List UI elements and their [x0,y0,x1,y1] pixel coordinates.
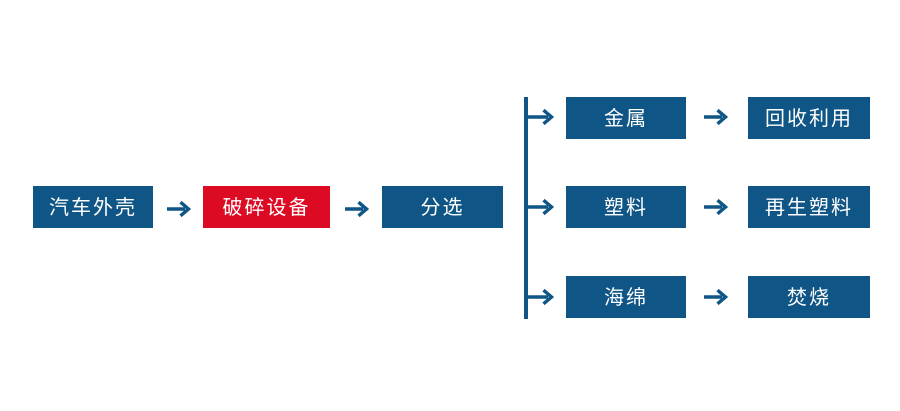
node-crusher-equipment[interactable]: 破碎设备 [203,186,330,228]
node-input-car-shell[interactable]: 汽车外壳 [33,186,153,228]
branch-arrow-right-icon-plastic [527,196,557,218]
branch-arrow-right-icon-metal [527,106,557,128]
branch-trunk-line [524,97,528,319]
node-plastic[interactable]: 塑料 [566,186,686,228]
arrow-right-icon-metal-to-recycle [703,106,731,128]
node-sponge[interactable]: 海绵 [566,276,686,318]
branch-arrow-right-icon-sponge [527,286,557,308]
arrow-right-icon-crusher-to-sorting [344,198,372,220]
node-metal-output-recycle[interactable]: 回收利用 [748,97,870,139]
node-plastic-output-regenerated[interactable]: 再生塑料 [748,186,870,228]
node-metal[interactable]: 金属 [566,97,686,139]
node-sponge-output-incineration[interactable]: 焚烧 [748,276,870,318]
node-sorting[interactable]: 分选 [382,186,503,228]
arrow-right-icon-input-to-crusher [166,198,194,220]
arrow-right-icon-plastic-to-recycled [703,196,731,218]
arrow-right-icon-sponge-to-incineration [703,286,731,308]
